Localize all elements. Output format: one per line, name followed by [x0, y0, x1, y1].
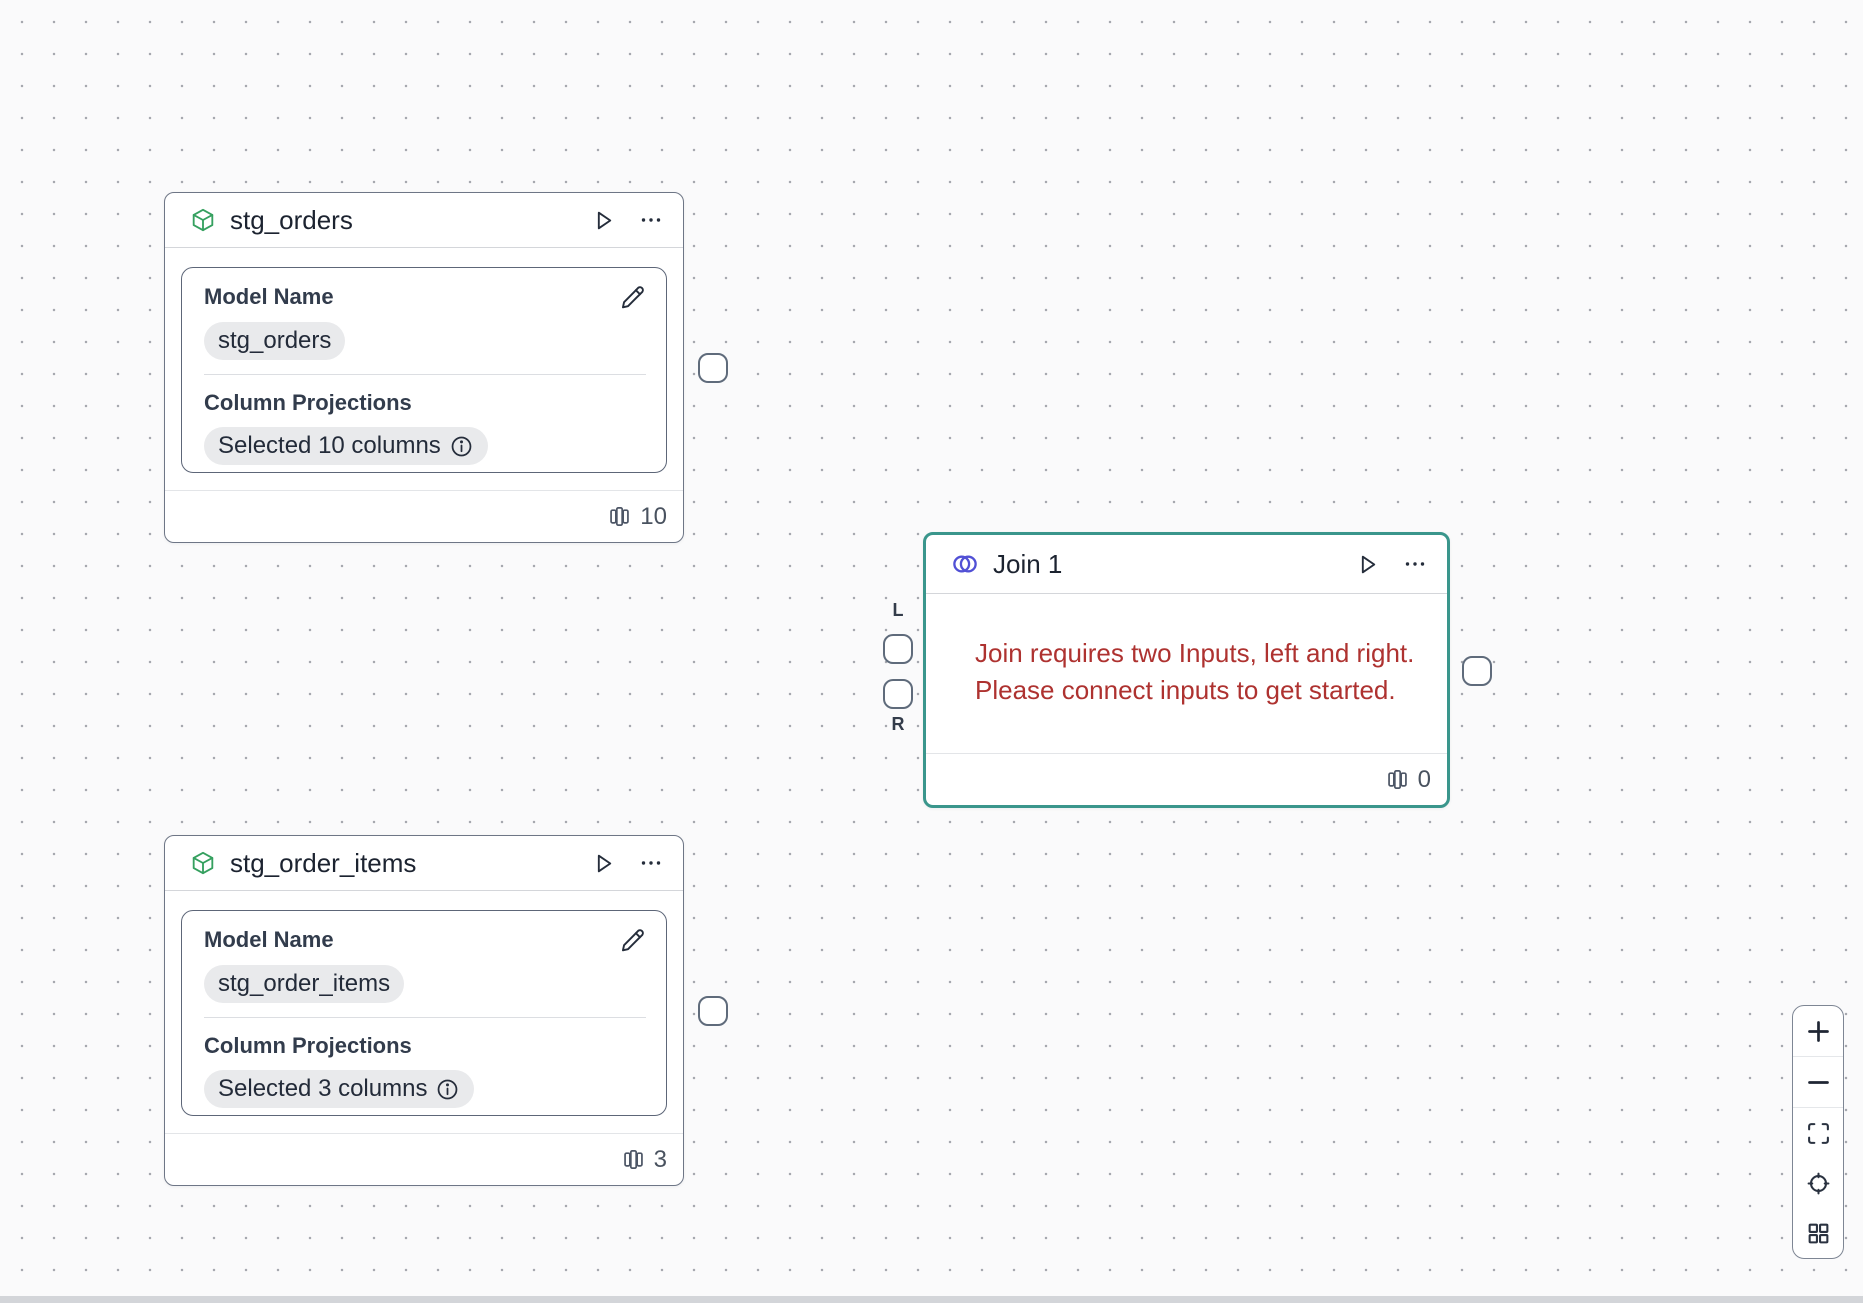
column-projections-label: Column Projections: [204, 390, 412, 415]
model-settings-card: Model Name stg_order_items Column Projec…: [181, 910, 667, 1116]
minus-icon: [1805, 1069, 1832, 1096]
overlapping-circles-icon: [951, 550, 979, 578]
run-button[interactable]: [1355, 552, 1380, 577]
node-header: stg_orders: [165, 193, 683, 248]
divider: [1793, 1056, 1843, 1057]
node-footer: 10: [165, 490, 683, 542]
card-divider: [204, 1017, 646, 1018]
crosshair-icon: [1806, 1171, 1831, 1196]
node-title: stg_orders: [230, 204, 353, 235]
node-header: stg_order_items: [165, 836, 683, 891]
node-join-1[interactable]: Join 1 Join requires two Inputs, left an…: [923, 532, 1450, 808]
right-input-label: R: [891, 714, 905, 734]
ellipsis-menu-button[interactable]: [639, 851, 663, 875]
run-button[interactable]: [591, 851, 616, 876]
run-button[interactable]: [591, 208, 616, 233]
node-body: Join requires two Inputs, left and right…: [926, 594, 1447, 753]
output-port-stg-order-items[interactable]: [698, 996, 728, 1026]
node-footer: 0: [926, 753, 1447, 805]
node-body: Model Name stg_orders Column Projections…: [165, 248, 683, 490]
bottom-edge-bar: [0, 1296, 1863, 1303]
cube-icon: [190, 207, 216, 233]
columns-icon: [622, 1148, 645, 1171]
zoom-in-button[interactable]: [1793, 1006, 1843, 1056]
model-name-pill[interactable]: stg_order_items: [204, 965, 405, 1003]
join-error-line1: Join requires two Inputs, left and right…: [975, 637, 1415, 668]
grid-icon: [1806, 1221, 1831, 1246]
card-divider: [204, 374, 646, 375]
column-count: 0: [1417, 765, 1431, 793]
node-header: Join 1: [926, 535, 1447, 594]
column-count: 3: [653, 1145, 667, 1173]
fit-view-button[interactable]: [1793, 1108, 1843, 1158]
cube-icon: [190, 850, 216, 876]
plus-icon: [1805, 1018, 1832, 1045]
column-projections-pill[interactable]: Selected 3 columns: [204, 1070, 475, 1108]
node-body: Model Name stg_order_items Column Projec…: [165, 891, 683, 1133]
layout-grid-button[interactable]: [1793, 1208, 1843, 1258]
node-title: stg_order_items: [230, 847, 417, 878]
left-input-port-join[interactable]: [883, 634, 913, 664]
info-circle-icon[interactable]: [449, 434, 474, 459]
column-projections-pill[interactable]: Selected 10 columns: [204, 427, 488, 465]
info-circle-icon[interactable]: [435, 1077, 460, 1102]
model-name-pill[interactable]: stg_orders: [204, 322, 346, 360]
divider: [1793, 1107, 1843, 1108]
column-count: 10: [640, 502, 667, 530]
model-settings-card: Model Name stg_orders Column Projections…: [181, 267, 667, 473]
ellipsis-menu-button[interactable]: [1403, 552, 1427, 576]
join-error-line2: Please connect inputs to get started.: [975, 674, 1396, 705]
output-port-join[interactable]: [1462, 656, 1492, 686]
join-error-message: Join requires two Inputs, left and right…: [926, 594, 1447, 753]
node-stg-orders[interactable]: stg_orders Model Name: [164, 192, 684, 543]
output-port-stg-orders[interactable]: [698, 353, 728, 383]
ellipsis-menu-button[interactable]: [639, 208, 663, 232]
model-name-label: Model Name: [204, 284, 334, 309]
columns-icon: [1386, 768, 1409, 791]
canvas-controls-panel: [1792, 1005, 1844, 1259]
edit-pencil-button[interactable]: [619, 284, 646, 311]
locate-button[interactable]: [1793, 1158, 1843, 1208]
node-stg-order-items[interactable]: stg_order_items Model Name: [164, 835, 684, 1186]
left-input-label: L: [892, 600, 904, 620]
model-name-label: Model Name: [204, 927, 334, 952]
column-projections-label: Column Projections: [204, 1033, 412, 1058]
zoom-out-button[interactable]: [1793, 1057, 1843, 1107]
edit-pencil-button[interactable]: [619, 927, 646, 954]
node-title: Join 1: [993, 548, 1063, 579]
node-footer: 3: [165, 1133, 683, 1185]
columns-icon: [608, 505, 631, 528]
maximize-icon: [1806, 1121, 1831, 1146]
right-input-port-join[interactable]: [883, 679, 913, 709]
